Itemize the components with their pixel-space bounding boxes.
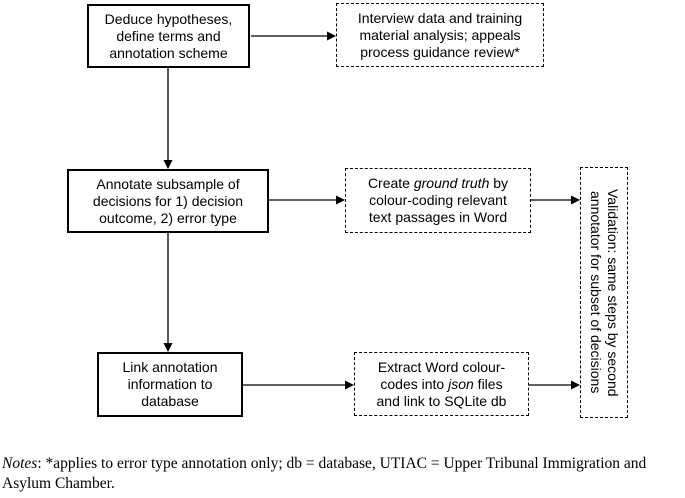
- extract-prefix: Extract Word colour- codes into: [377, 358, 506, 392]
- connector-arrows: [163, 31, 580, 390]
- notes-text: : *applies to error type annotation only…: [2, 455, 647, 492]
- extract-italic: json: [448, 375, 474, 392]
- annotate-subsample-box: Annotate subsample of decisions for 1) d…: [67, 169, 269, 233]
- extract-colour-codes-box: Extract Word colour- codes into json fil…: [354, 352, 529, 416]
- validation-text: Validation: same steps by second annotat…: [588, 188, 621, 397]
- validation-box: Validation: same steps by second annotat…: [580, 167, 628, 418]
- create-ground-truth-box: Create ground truth by colour-coding rel…: [345, 168, 531, 233]
- create-suffix: by colour-coding relevant text passages …: [368, 175, 509, 225]
- extract-colour-codes-text: Extract Word colour- codes into json fil…: [377, 359, 507, 410]
- deduce-hypotheses-box: Deduce hypotheses, define terms and anno…: [87, 4, 250, 68]
- notes-label: Notes: [2, 455, 38, 472]
- link-annotation-text: Link annotation information to database: [122, 359, 218, 409]
- link-annotation-box: Link annotation information to database: [97, 352, 243, 417]
- interview-data-text: Interview data and training material ana…: [357, 9, 523, 60]
- flowchart: Deduce hypotheses, define terms and anno…: [67, 3, 628, 418]
- create-italic: ground truth: [413, 175, 490, 191]
- deduce-hypotheses-text: Deduce hypotheses, define terms and anno…: [104, 10, 233, 61]
- create-ground-truth-text: Create ground truth by colour-coding rel…: [368, 175, 508, 226]
- annotate-subsample-text: Annotate subsample of decisions for 1) d…: [92, 175, 244, 226]
- figure-notes: Notes: *applies to error type annotation…: [2, 454, 685, 494]
- interview-data-box: Interview data and training material ana…: [336, 3, 544, 67]
- create-prefix: Create: [367, 175, 414, 191]
- extract-suffix: files and link to SQLite db: [376, 375, 507, 409]
